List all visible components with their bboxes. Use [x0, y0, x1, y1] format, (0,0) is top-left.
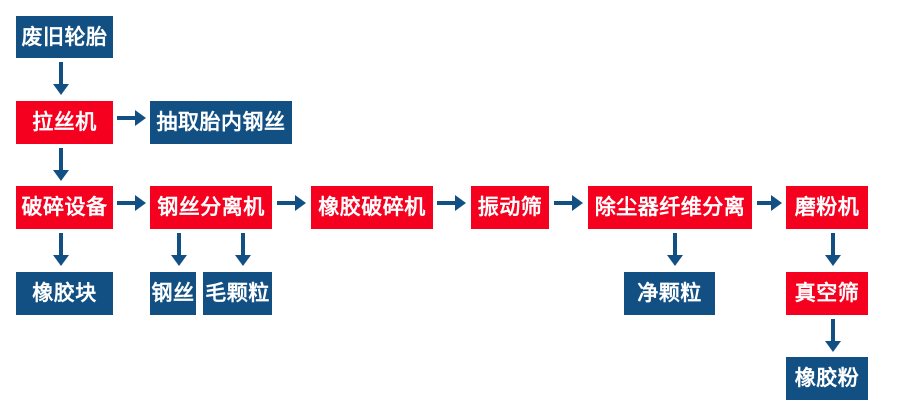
node-clean-granule[interactable]: 净颗粒 [624, 272, 715, 315]
node-wire-drawing[interactable]: 拉丝机 [16, 101, 113, 144]
arrow-down-vacuum-screen-to-rubber-powder [824, 319, 842, 352]
node-rubber-powder[interactable]: 橡胶粉 [786, 357, 868, 400]
arrow-down-pulverizer-to-vacuum-screen [824, 233, 842, 266]
node-waste-tire[interactable]: 废旧轮胎 [16, 16, 113, 58]
node-vibrating-screen[interactable]: 振动筛 [471, 186, 549, 229]
node-vacuum-screen[interactable]: 真空筛 [786, 272, 868, 315]
node-extract-bead-wire[interactable]: 抽取胎内钢丝 [150, 101, 292, 144]
arrow-right-crusher-to-wire-separator [117, 194, 146, 212]
node-pulverizer[interactable]: 磨粉机 [786, 186, 868, 229]
arrow-down-wire-separator-to-steel-wire [170, 233, 188, 266]
arrow-down-wire-drawing-to-crusher [52, 148, 70, 181]
arrow-right-dust-fiber-sep-to-pulverizer [757, 194, 782, 212]
arrow-right-vibrating-screen-to-dust-fiber-sep [554, 194, 583, 212]
node-hairy-granule[interactable]: 毛颗粒 [203, 272, 272, 315]
arrow-down-crusher-to-rubber-block [52, 233, 70, 266]
node-dust-fiber-sep[interactable]: 除尘器纤维分离 [588, 186, 752, 229]
arrow-down-waste-tire-to-wire-drawing [52, 62, 70, 95]
node-steel-wire[interactable]: 钢丝 [150, 272, 196, 315]
node-wire-separator[interactable]: 钢丝分离机 [150, 186, 272, 229]
node-crusher[interactable]: 破碎设备 [16, 186, 113, 229]
node-rubber-crusher[interactable]: 橡胶破碎机 [311, 186, 433, 229]
arrow-right-wire-drawing-to-extract-bead-wire [117, 109, 146, 127]
arrow-down-wire-separator-to-hairy-granule [234, 233, 252, 266]
node-rubber-block[interactable]: 橡胶块 [16, 272, 113, 315]
arrow-right-rubber-crusher-to-vibrating-screen [437, 194, 466, 212]
arrow-down-dust-fiber-sep-to-clean-granule [666, 233, 684, 266]
arrow-right-wire-separator-to-rubber-crusher [277, 194, 306, 212]
